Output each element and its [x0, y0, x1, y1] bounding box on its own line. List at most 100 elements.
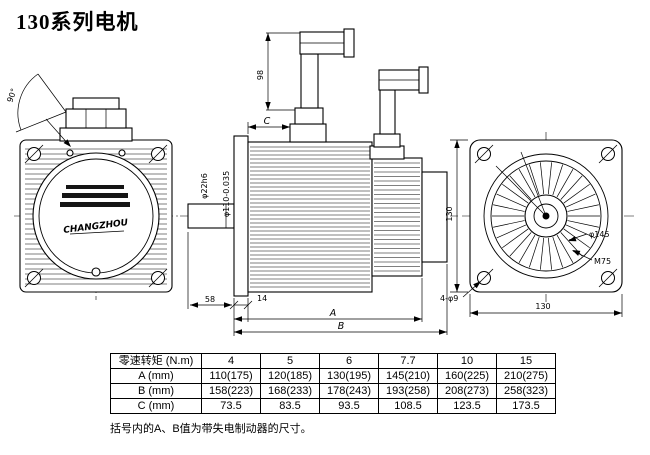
hole-slash — [24, 144, 44, 164]
fan-blade-line — [567, 204, 599, 212]
front-mounting-holes — [24, 144, 168, 288]
dim-98-label: 98 — [256, 70, 265, 80]
table-header-cell: 10 — [437, 353, 497, 369]
table-row-label: B (mm) — [110, 383, 202, 399]
table-cell: 145(210) — [378, 368, 438, 384]
dim-arrow — [454, 284, 460, 292]
hole-slash — [148, 268, 168, 288]
flange-plate — [233, 135, 249, 297]
hole-slash — [598, 268, 618, 288]
face-screw — [118, 149, 126, 157]
body-fins — [250, 146, 370, 288]
connector2-base — [369, 145, 405, 160]
dimension-table: 零速转矩 (N.m) 4 5 6 7.7 10 15 A (mm) 110(17… — [110, 353, 556, 414]
connector2-mid — [373, 133, 401, 148]
dim-arrow — [234, 329, 242, 335]
fan-blade-line — [540, 237, 545, 270]
dim-arrow — [190, 302, 198, 308]
connector1-mid — [294, 107, 324, 125]
footnote: 括号内的A、B值为带失电制动器的尺寸。 — [110, 423, 312, 435]
fan-blade-line — [528, 236, 540, 268]
table-cell: 168(233) — [260, 383, 320, 399]
fan-blade-line — [518, 234, 536, 263]
table-cell: 173.5 — [496, 398, 556, 414]
table-header-cell: 5 — [260, 353, 320, 369]
fan-blade-line — [502, 228, 529, 249]
fan-blade-line — [509, 232, 532, 257]
dim-arrow — [248, 124, 256, 130]
hole-slash — [474, 144, 494, 164]
angle-ray — [15, 111, 67, 133]
table-cell: 108.5 — [378, 398, 438, 414]
dim-holes-label: 4-φ9 — [440, 294, 458, 303]
dim-A-label: A — [329, 308, 337, 319]
fan-blade-line — [556, 234, 574, 263]
table-row: A (mm) 110(175) 120(185) 130(195) 145(21… — [110, 368, 556, 384]
motor-body — [247, 141, 373, 293]
nameplate-underline — [69, 230, 125, 235]
table-cell: 178(243) — [319, 383, 379, 399]
terminal-box-top — [72, 97, 120, 110]
fan-blade-line — [493, 204, 525, 212]
table-cell: 158(223) — [201, 383, 261, 399]
dim-arrow — [473, 281, 481, 289]
hole-slash — [24, 268, 44, 288]
table-row-label: C (mm) — [110, 398, 202, 414]
angle-ray — [37, 73, 67, 113]
dim-130v-label: 130 — [445, 206, 454, 221]
connector2-pipe — [379, 89, 396, 135]
front-view: CHANGZHOU 90° — [5, 73, 178, 300]
fan-blade-line — [560, 175, 583, 200]
fan-blade-line — [547, 162, 552, 195]
angle-90-label: 90° — [5, 87, 18, 103]
table-cell: 130(195) — [319, 368, 379, 384]
table-header-cell: 6 — [319, 353, 379, 369]
fan-blade-line — [528, 164, 540, 196]
table-cell: 210(275) — [496, 368, 556, 384]
fan-blade-line — [563, 183, 590, 204]
dim-thread-label: M75 — [594, 257, 611, 266]
nameplate-text-line — [66, 185, 124, 189]
table-cell: 73.5 — [201, 398, 261, 414]
table-cell: 193(258) — [378, 383, 438, 399]
dim-58-label: 58 — [205, 295, 215, 304]
connector2-cap — [418, 66, 429, 94]
table-header-cell: 4 — [201, 353, 261, 369]
dim-tick — [229, 300, 239, 310]
table-cell: 120(185) — [260, 368, 320, 384]
side-dim-arrows — [190, 33, 447, 335]
fan-blade-line — [556, 169, 574, 198]
terminal-box-base — [59, 127, 133, 142]
connector1-pipe — [300, 53, 319, 109]
dim-shaft-label: φ22h6 — [200, 173, 209, 199]
terminal-box — [65, 108, 127, 129]
angle-arc — [17, 73, 39, 131]
dim-spigot-label: φ110-0.035 — [222, 171, 231, 217]
fan-blade-line — [552, 164, 564, 196]
dim-C-label: C — [264, 116, 271, 127]
leader-line — [495, 165, 547, 217]
fan-guard-spokes — [492, 162, 600, 270]
table-header-cell: 零速转矩 (N.m) — [110, 353, 202, 369]
dim-arrow — [568, 236, 577, 242]
dim-arrow — [454, 140, 460, 148]
fan-blade-line — [518, 169, 536, 198]
fan-blade-line — [496, 224, 527, 239]
table-cell: 208(273) — [437, 383, 497, 399]
rear-view: 130 130 4-φ9 φ145 M75 — [440, 132, 634, 317]
table-header-cell: 15 — [496, 353, 556, 369]
fan-blade-line — [509, 175, 532, 200]
fan-blade-line — [493, 220, 525, 228]
fan-blade-line — [502, 183, 529, 204]
dim-arrow — [224, 302, 232, 308]
face-screw — [66, 149, 74, 157]
table-cell: 93.5 — [319, 398, 379, 414]
fan-blade-line — [567, 220, 599, 228]
rear-housing-fins — [374, 162, 420, 272]
dim-arrow — [614, 310, 622, 316]
side-view: 98 φ110-0.035 φ22h6 58 14 A B C — [180, 28, 458, 336]
dim-arrow — [572, 250, 581, 256]
dim-bolt-circle-label: φ145 — [589, 230, 610, 239]
table-cell: 123.5 — [437, 398, 497, 414]
